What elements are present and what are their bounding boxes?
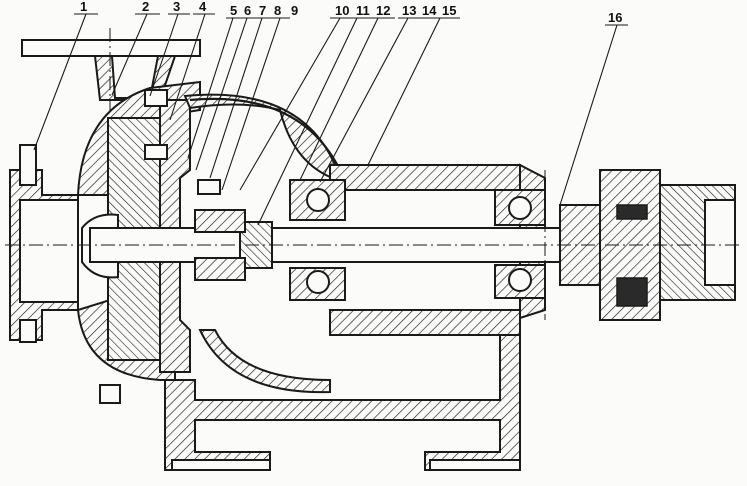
pump-base xyxy=(164,334,521,471)
callout-13: 13 xyxy=(402,3,416,18)
suction-flange xyxy=(9,144,79,343)
callout-15: 15 xyxy=(442,3,456,18)
callout-leaders xyxy=(33,13,628,226)
callout-12: 12 xyxy=(376,3,390,18)
callout-9: 9 xyxy=(291,3,298,18)
callout-16: 16 xyxy=(608,10,622,25)
callout-2: 2 xyxy=(142,0,149,14)
callout-1: 1 xyxy=(80,0,87,14)
callout-4: 4 xyxy=(199,0,207,14)
callout-11: 11 xyxy=(356,3,370,18)
callout-5: 5 xyxy=(230,3,237,18)
callout-8: 8 xyxy=(274,3,281,18)
callout-3: 3 xyxy=(173,0,180,14)
callout-14: 14 xyxy=(422,3,437,18)
callout-10: 10 xyxy=(335,3,349,18)
callout-6: 6 xyxy=(244,3,251,18)
callout-labels: 1 2 3 4 5 6 7 8 9 10 11 12 13 14 15 16 xyxy=(80,0,622,25)
callout-7: 7 xyxy=(259,3,266,18)
